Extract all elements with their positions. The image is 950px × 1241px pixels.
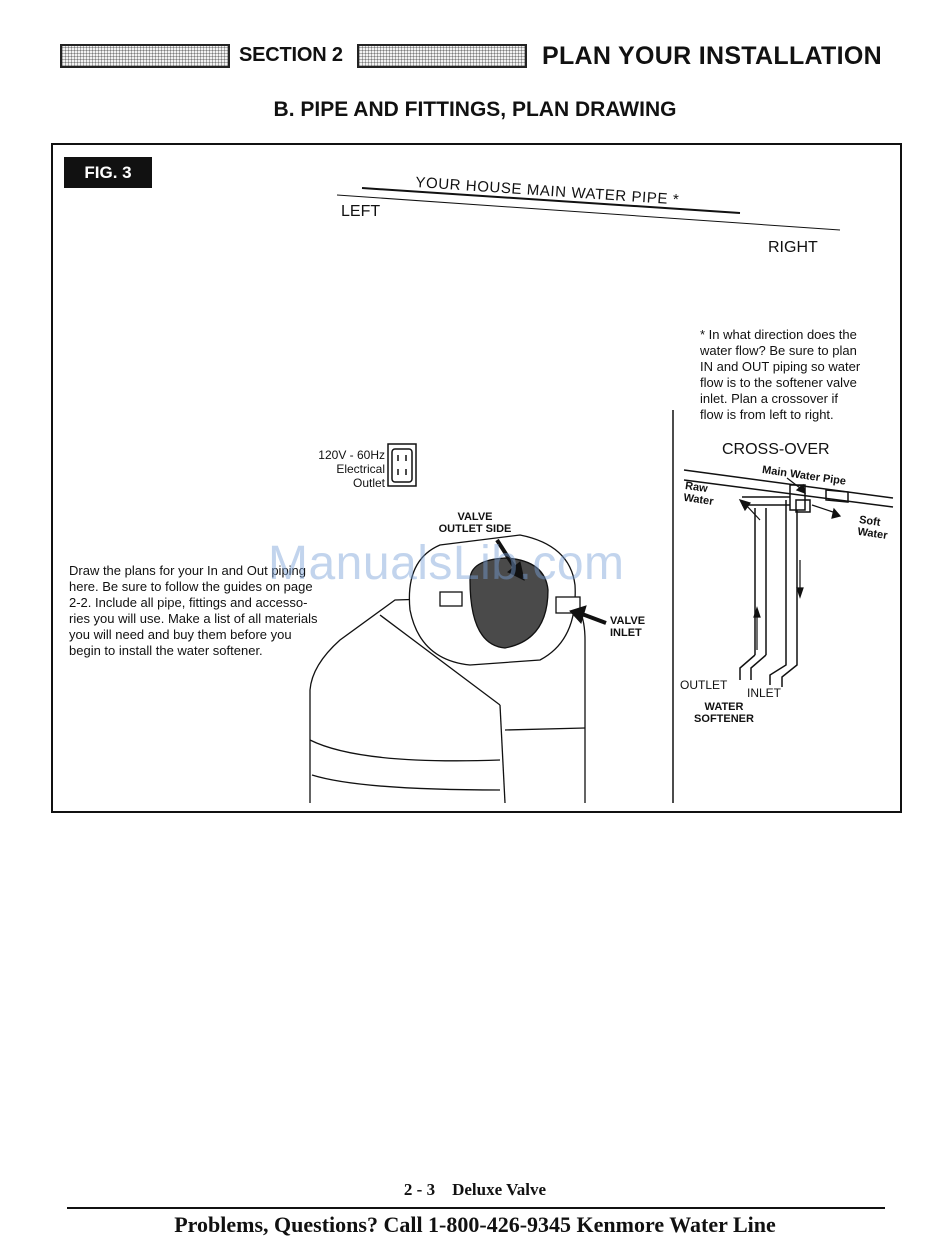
flow-note-line: inlet. Plan a crossover if (700, 391, 839, 406)
crossover-raw-water-label: Raw Water (683, 480, 716, 508)
crossover-soft-water-label: Soft Water (857, 514, 890, 542)
header-hatch-left (60, 44, 230, 68)
figure-drawing (309, 187, 894, 804)
drawing-instructions: Draw the plans for your In and Out pipin… (69, 563, 331, 659)
section-label: SECTION 2 (239, 44, 343, 66)
flow-arrows (738, 477, 842, 650)
valve-outlet-line: VALVE (457, 511, 493, 523)
outlet-label-line: 120V - 60Hz (318, 448, 385, 462)
flow-note-line: flow is to the softener valve (700, 375, 857, 390)
instructions-line: begin to install the water softener. (69, 643, 263, 658)
instructions-line: you will need and buy them before you (69, 627, 292, 642)
valve-callout-arrows (495, 538, 607, 625)
outlet-label-line: Electrical (336, 462, 385, 476)
crossover-schematic (683, 469, 894, 687)
crossover-softener-label: WATER SOFTENER (684, 701, 764, 725)
left-label: LEFT (341, 203, 381, 220)
page-number: 2 - 3 Deluxe Valve (403, 1180, 547, 1199)
crossover-outlet-label: OUTLET (680, 678, 728, 692)
instructions-line: 2-2. Include all pipe, fittings and acce… (69, 595, 308, 610)
flow-direction-note: * In what direction does the water flow?… (700, 327, 880, 423)
flow-note-line: IN and OUT piping so water (700, 359, 861, 374)
right-label: RIGHT (768, 239, 818, 256)
flow-note-line: flow is from left to right. (700, 407, 834, 422)
valve-outlet-side-label: VALVE OUTLET SIDE (430, 511, 520, 535)
header-hatch-right (357, 44, 527, 68)
softener-line: WATER (704, 701, 744, 713)
footer-rule (67, 1207, 885, 1209)
help-line: Problems, Questions? Call 1-800-426-9345… (174, 1212, 776, 1237)
flow-note-line: water flow? Be sure to plan (700, 343, 857, 358)
electrical-outlet-label: 120V - 60Hz Electrical Outlet (296, 448, 385, 490)
page-subheading: B. PIPE AND FITTINGS, PLAN DRAWING (273, 98, 677, 121)
figure-frame (51, 143, 902, 813)
softener-line: SOFTENER (694, 713, 754, 725)
control-valve-illustration (408, 534, 581, 666)
instructions-line: Draw the plans for your In and Out pipin… (69, 563, 307, 578)
crossover-title: CROSS-OVER (722, 441, 830, 458)
outlet-label-line: Outlet (352, 476, 385, 490)
softener-cabinet-illustration (309, 594, 586, 804)
figure-tag: FIG. 3 (64, 157, 152, 188)
watermark: ManualsLib.com (268, 537, 625, 590)
electrical-outlet-icon (387, 443, 417, 487)
flow-note-line: * In what direction does the (700, 327, 857, 342)
section-title: PLAN YOUR INSTALLATION (542, 42, 882, 70)
valve-inlet-label: VALVE INLET (610, 615, 645, 639)
main-pipe-lines (336, 187, 841, 231)
valve-inlet-line: INLET (610, 627, 642, 639)
crossover-inlet-label: INLET (747, 686, 782, 700)
valve-inlet-line: VALVE (610, 615, 646, 627)
valve-outlet-line: OUTLET SIDE (438, 523, 512, 535)
instructions-line: ries you will use. Make a list of all ma… (69, 611, 318, 626)
instructions-line: here. Be sure to follow the guides on pa… (69, 579, 313, 594)
